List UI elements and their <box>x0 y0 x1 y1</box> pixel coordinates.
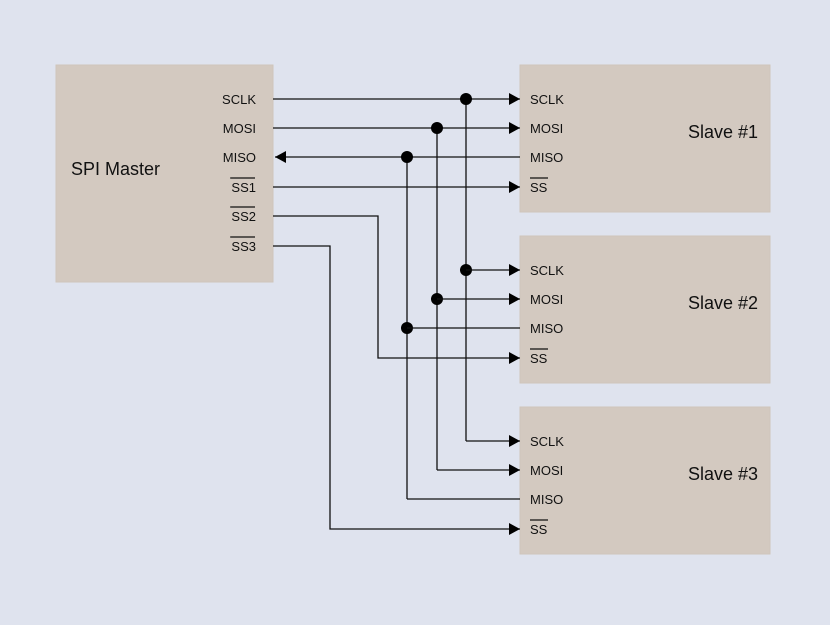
slave-3-label: Slave #3 <box>688 464 758 484</box>
master-pin-mosi: MOSI <box>223 121 256 136</box>
slave-2-pin-sclk: SCLK <box>530 263 564 278</box>
arrow-right-icon <box>509 435 520 447</box>
master-pin-ss2: SS2 <box>231 209 256 224</box>
slave-3-pin-mosi: MOSI <box>530 463 563 478</box>
slave-2-pin-mosi: MOSI <box>530 292 563 307</box>
junction-dot <box>460 93 472 105</box>
slave-1-pin-ss: SS <box>530 180 548 195</box>
wire-ss2 <box>273 215 520 359</box>
master-pin-miso: MISO <box>223 150 256 165</box>
slave-1-box <box>519 64 771 213</box>
junction-dot <box>431 122 443 134</box>
slave-2-pin-miso: MISO <box>530 321 563 336</box>
spi-master-label: SPI Master <box>71 159 160 179</box>
arrow-right-icon <box>509 293 520 305</box>
slave-1-pin-mosi: MOSI <box>530 121 563 136</box>
slave-2-box <box>519 235 771 384</box>
arrow-right-icon <box>509 181 520 193</box>
arrow-right-icon <box>509 464 520 476</box>
slave-3-pin-sclk: SCLK <box>530 434 564 449</box>
arrow-right-icon <box>509 122 520 134</box>
slave-1-pin-sclk: SCLK <box>530 92 564 107</box>
arrow-right-icon <box>509 93 520 105</box>
slave-1-pin-miso: MISO <box>530 150 563 165</box>
wire-ss3 <box>273 245 520 530</box>
junction-dot <box>401 151 413 163</box>
arrow-right-icon <box>509 523 520 535</box>
arrow-right-icon <box>509 264 520 276</box>
slave-3-pin-ss: SS <box>530 522 548 537</box>
master-pin-sclk: SCLK <box>222 92 256 107</box>
master-pin-ss3: SS3 <box>231 239 256 254</box>
slave-2-label: Slave #2 <box>688 293 758 313</box>
slave-3-box <box>519 406 771 555</box>
master-pin-ss1: SS1 <box>231 180 256 195</box>
slave-1-label: Slave #1 <box>688 122 758 142</box>
spi-master-box <box>55 64 274 283</box>
slave-2-pin-ss: SS <box>530 351 548 366</box>
slave-3-pin-miso: MISO <box>530 492 563 507</box>
arrow-left-icon <box>275 151 286 163</box>
arrow-right-icon <box>509 352 520 364</box>
